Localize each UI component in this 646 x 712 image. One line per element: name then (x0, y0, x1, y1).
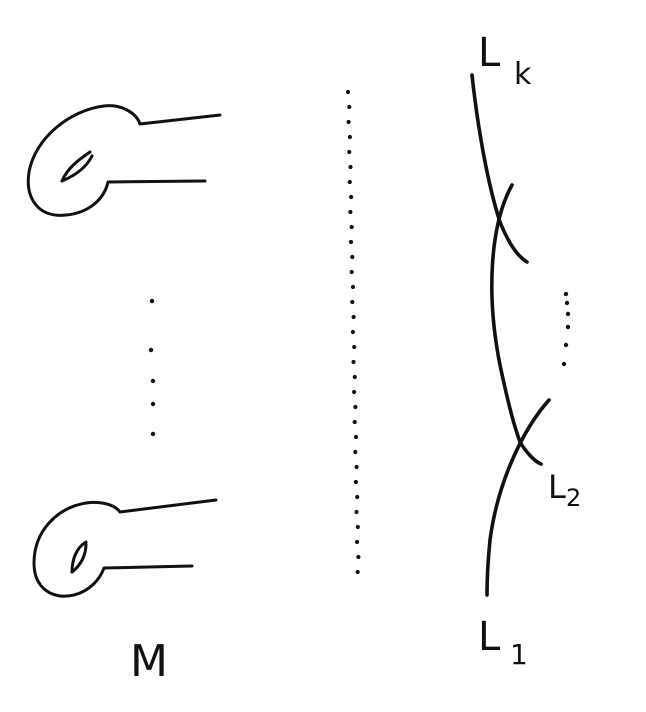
strand-upper-right (490, 183, 543, 466)
bottom-handle (32, 498, 218, 598)
label-lk-subscript: k (514, 57, 532, 92)
center-dot (349, 269, 354, 275)
ellipsis-dot (564, 300, 570, 306)
top-handle (26, 104, 222, 217)
center-dot (353, 434, 359, 440)
strand-upper-cross (498, 220, 529, 264)
label-m: M (130, 636, 168, 687)
center-dot (347, 149, 352, 155)
center-dot (348, 164, 353, 170)
ellipsis-dot (150, 401, 156, 407)
center-dot (352, 419, 357, 425)
ellipsis-dot (563, 342, 569, 348)
center-dot (355, 569, 360, 575)
center-dot (350, 254, 355, 260)
top-handle-hole-curve (60, 150, 92, 183)
center-dot (350, 284, 356, 290)
center-dot (348, 239, 354, 245)
label-lk: L k (478, 30, 532, 92)
center-dot (345, 89, 351, 95)
ellipsis-dot (150, 431, 156, 437)
center-dot (346, 119, 351, 125)
center-dot (351, 314, 356, 320)
top-handle-hole-lower (60, 154, 94, 183)
ellipsis-dot (148, 347, 154, 353)
ellipsis-dot (565, 311, 571, 317)
braid-strands (470, 73, 551, 597)
bottom-handle-outline (32, 498, 218, 598)
ellipsis-dot (565, 324, 571, 330)
label-l2-subscript: 2 (566, 484, 581, 512)
center-dot (351, 359, 356, 365)
center-dot (347, 104, 352, 110)
center-dot (350, 329, 355, 335)
label-l1-letter: L (478, 614, 501, 660)
center-dot (353, 404, 358, 410)
label-l2-letter: L (548, 468, 566, 506)
strand-lower-cross (485, 398, 551, 597)
center-dot (354, 509, 359, 515)
center-dot (355, 524, 360, 530)
center-dot (347, 134, 352, 140)
center-dot (354, 464, 359, 470)
bottom-handle-hole-lower (70, 542, 88, 574)
ellipsis-dot (561, 361, 567, 367)
center-dot (350, 299, 355, 305)
handle-ellipsis-dots (148, 298, 156, 437)
strand-upper-left (470, 73, 502, 224)
center-dotted-line (345, 89, 361, 575)
center-dot (356, 554, 361, 560)
center-dot (348, 209, 353, 215)
ellipsis-dot (563, 291, 569, 297)
center-dot (352, 389, 357, 395)
top-handle-outline (26, 104, 222, 217)
label-l1-subscript: 1 (510, 638, 528, 671)
center-dot (352, 374, 357, 380)
center-dot (352, 344, 357, 350)
center-dot (349, 194, 354, 200)
label-l2: L 2 (548, 468, 581, 512)
label-l1: L 1 (478, 614, 528, 671)
ellipsis-dot (150, 378, 156, 384)
ellipsis-dot (149, 298, 155, 304)
center-dot (349, 224, 354, 230)
center-dot (353, 449, 358, 455)
bottom-handle-hole-curve (70, 540, 88, 574)
label-lk-letter: L (478, 30, 501, 76)
center-dot (355, 539, 360, 545)
center-dot (353, 479, 358, 485)
strand-ellipsis-dots (561, 291, 571, 367)
center-dot (355, 494, 360, 500)
center-dot (347, 179, 352, 185)
